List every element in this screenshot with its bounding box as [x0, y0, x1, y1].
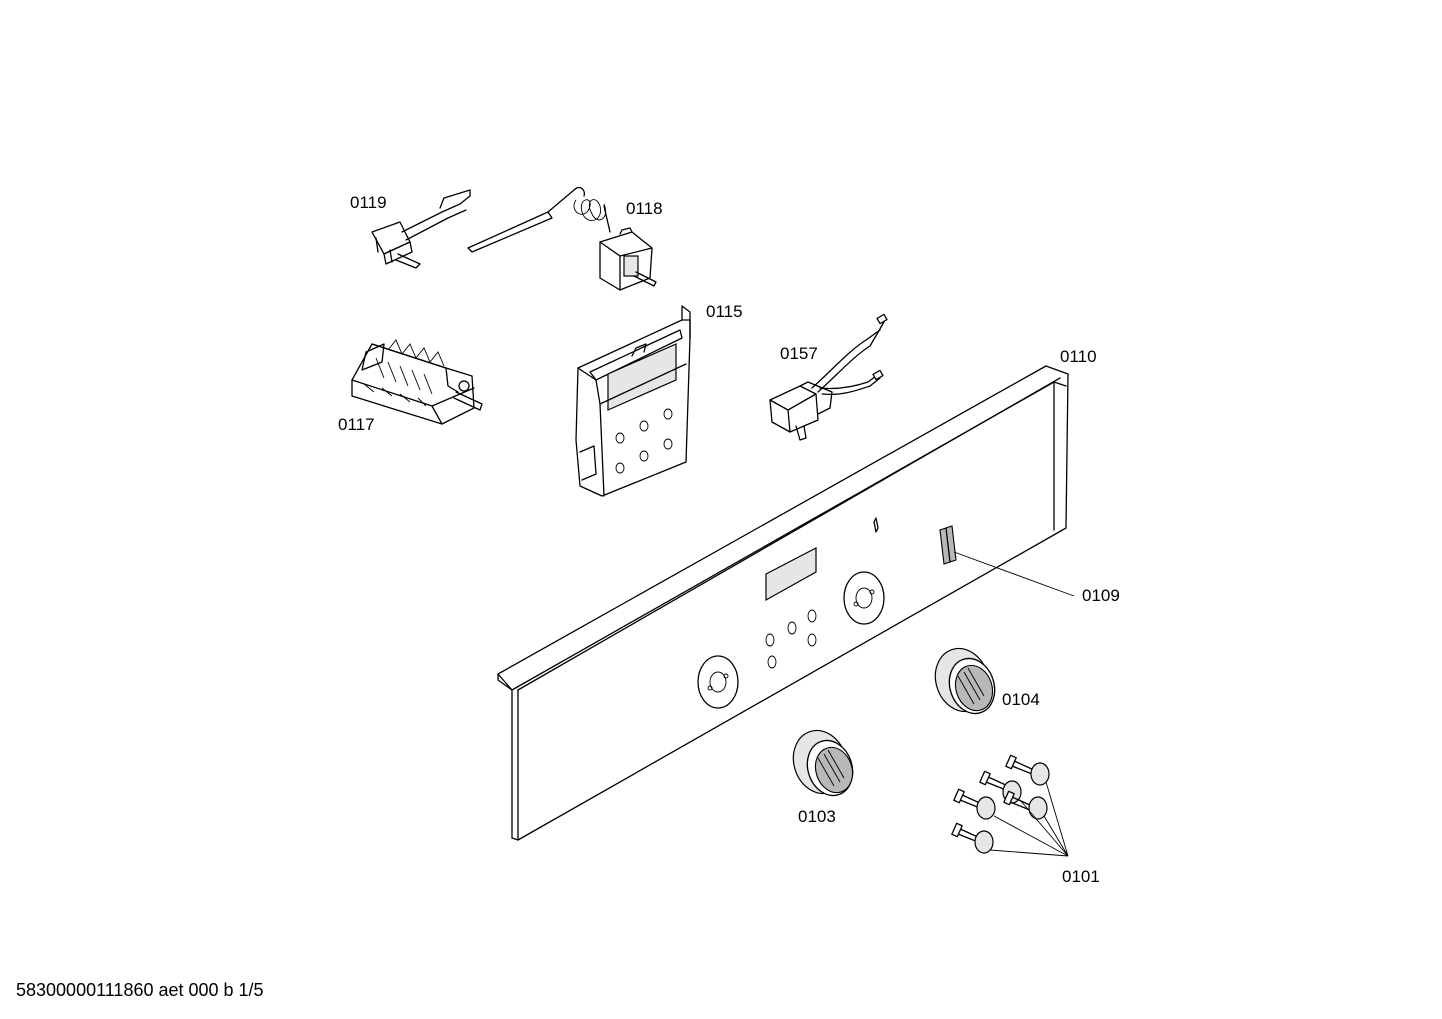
label-0157: 0157	[780, 344, 818, 363]
part-0157-drawing	[769, 313, 888, 441]
part-0110-drawing	[497, 365, 1069, 841]
part-0103-drawing	[792, 729, 854, 797]
part-0117-drawing	[351, 339, 483, 425]
label-0115: 0115	[706, 302, 743, 321]
label-0117: 0117	[338, 415, 375, 434]
label-0103: 0103	[798, 807, 836, 826]
label-0109: 0109	[1082, 586, 1120, 605]
label-0110: 0110	[1060, 347, 1097, 366]
label-0119: 0119	[350, 193, 387, 212]
label-0104: 0104	[1002, 690, 1040, 709]
label-0118: 0118	[626, 199, 663, 218]
part-0115-drawing	[575, 305, 691, 497]
part-0118-drawing	[467, 186, 657, 291]
part-0109-drawing	[939, 525, 1075, 597]
drawing-reference-footer: 58300000111860 aet 000 b 1/5	[16, 980, 264, 1000]
part-0104-drawing	[934, 647, 996, 715]
label-0101: 0101	[1062, 867, 1100, 886]
part-0101-drawing	[951, 754, 1069, 857]
part-0119-drawing	[371, 189, 471, 269]
